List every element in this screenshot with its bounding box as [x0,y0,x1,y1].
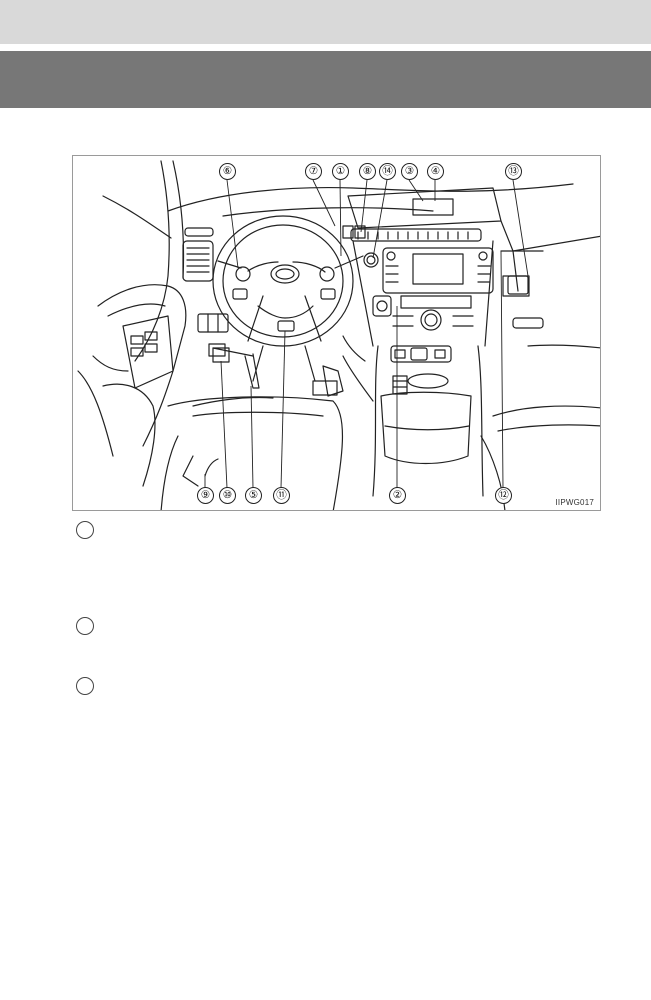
list-item-marker [76,617,94,635]
callout-1: ① [332,163,349,180]
callout-9: ⑨ [197,487,214,504]
section-title-band [0,51,651,108]
list-item-marker [76,677,94,695]
dashboard-line-drawing [77,160,600,510]
callout-5: ⑤ [245,487,262,504]
list-item-marker [76,521,94,539]
callout-6: ⑥ [219,163,236,180]
dashboard-illustration: ⑥ ⑦ ① ⑧ ⑭ ③ ④ ⑬ ⑨ ⑩ ⑤ ⑪ ② ⑫ IIPWG017 [72,155,601,511]
callout-13: ⑬ [505,163,522,180]
callout-7: ⑦ [305,163,322,180]
header-band [0,0,651,44]
callout-3: ③ [401,163,418,180]
callout-14: ⑭ [379,163,396,180]
callout-4: ④ [427,163,444,180]
callout-8: ⑧ [359,163,376,180]
callout-10: ⑩ [219,487,236,504]
callout-11: ⑪ [273,487,290,504]
figure-code: IIPWG017 [555,498,594,507]
callout-2: ② [389,487,406,504]
callout-12: ⑫ [495,487,512,504]
